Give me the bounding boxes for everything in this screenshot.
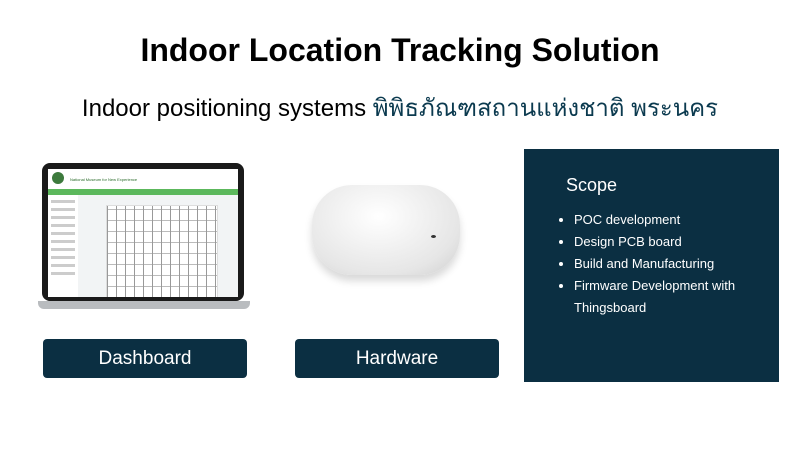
laptop-base: [38, 301, 250, 309]
led-indicator: [431, 235, 436, 238]
scope-item: Firmware Development with Thingsboard: [574, 275, 774, 319]
scope-heading: Scope: [566, 175, 618, 195]
dashboard-sidebar: [48, 195, 78, 297]
dashboard-header: National Museum for New Experience: [48, 169, 238, 189]
scope-item: Design PCB board: [574, 231, 774, 253]
hardware-device-image: [312, 185, 460, 275]
slide-subtitle: Indoor positioning systems พิพิธภัณฑสถาน…: [0, 88, 800, 127]
scope-item: Build and Manufacturing: [574, 253, 774, 275]
floor-plan-map: [106, 205, 218, 297]
subtitle-thai: พิพิธภัณฑสถานแห่งชาติ พระนคร: [372, 95, 719, 122]
subtitle-en: Indoor positioning systems: [81, 95, 373, 122]
dashboard-screenshot: National Museum for New Experience: [48, 169, 238, 297]
scope-item: POC development: [574, 209, 774, 231]
dashboard-header-text: National Museum for New Experience: [70, 177, 138, 182]
hardware-button[interactable]: Hardware: [295, 339, 499, 378]
dashboard-navbar: [48, 189, 238, 195]
laptop-screen: National Museum for New Experience: [42, 163, 244, 301]
slide-title: Indoor Location Tracking Solution: [140, 32, 660, 68]
dashboard-button[interactable]: Dashboard: [43, 339, 247, 378]
laptop-dashboard-image: National Museum for New Experience: [38, 163, 250, 313]
scope-list: POC development Design PCB board Build a…: [556, 209, 774, 319]
museum-logo-icon: [52, 172, 64, 184]
scope-panel: Scope POC development Design PCB board B…: [524, 149, 779, 382]
